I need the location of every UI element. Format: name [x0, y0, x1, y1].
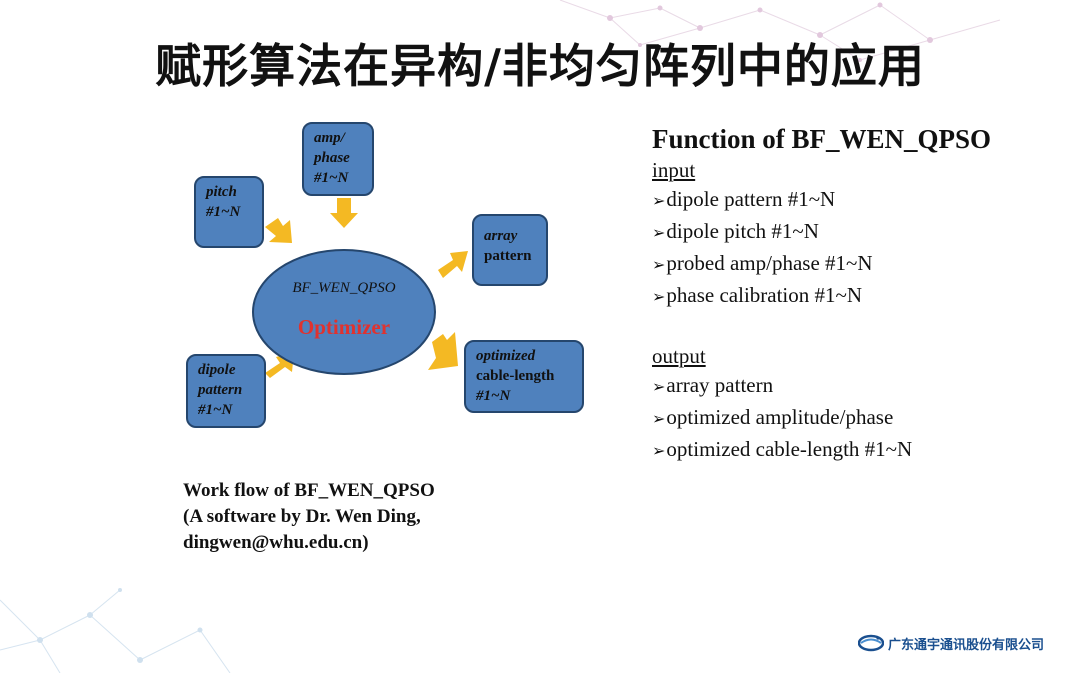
arrow-bullet-icon: ➢ [652, 191, 666, 210]
box-line: pattern [198, 382, 243, 398]
input-item-text: dipole pitch #1~N [666, 219, 819, 243]
function-panel: Function of BF_WEN_QPSO input ➢dipole pa… [652, 122, 991, 466]
input-box-pitch: pitch #1~N [194, 176, 264, 248]
arrow-array-pattern [438, 251, 468, 278]
input-item-text: probed amp/phase #1~N [666, 251, 873, 275]
slide-title: 赋形算法在异构/非均匀阵列中的应用 [155, 39, 925, 93]
arrow-bullet-icon: ➢ [652, 441, 666, 460]
box-line: #1~N [314, 170, 349, 186]
box-line: optimized [476, 348, 536, 364]
output-heading: output [652, 344, 706, 368]
input-item: ➢phase calibration #1~N [652, 280, 991, 312]
arrow-bullet-icon: ➢ [652, 287, 666, 306]
workflow-caption: Work flow of BF_WEN_QPSO (A software by … [183, 478, 435, 556]
box-line: cable-length [476, 368, 555, 384]
box-line: pitch [206, 184, 237, 200]
caption-line: Work flow of BF_WEN_QPSO [183, 480, 435, 501]
company-logo-icon [858, 634, 884, 652]
output-item: ➢array pattern [652, 370, 991, 402]
box-line: #1~N [476, 388, 511, 404]
input-item: ➢probed amp/phase #1~N [652, 248, 991, 280]
output-item: ➢optimized amplitude/phase [652, 402, 991, 434]
input-box-amp-phase: amp/ phase #1~N [302, 122, 374, 196]
output-box-array-pattern: array pattern [472, 214, 548, 286]
output-item-text: optimized amplitude/phase [666, 405, 894, 429]
arrow-pitch [265, 218, 292, 243]
input-item-text: dipole pattern #1~N [666, 187, 836, 211]
box-line: amp/ [314, 130, 345, 146]
box-line: #1~N [206, 204, 241, 220]
caption-line: dingwen@whu.edu.cn) [183, 532, 369, 553]
input-heading: input [652, 158, 696, 182]
arrow-optimized [428, 332, 458, 370]
arrow-bullet-icon: ➢ [652, 223, 666, 242]
output-item: ➢optimized cable-length #1~N [652, 434, 991, 466]
box-line: #1~N [198, 402, 233, 418]
optimizer-label: Optimizer [297, 315, 391, 339]
input-item: ➢dipole pattern #1~N [652, 184, 991, 216]
optimizer-name: BF_WEN_QPSO [292, 280, 396, 296]
arrow-bullet-icon: ➢ [652, 409, 666, 428]
box-line: dipole [198, 362, 236, 378]
input-item-text: phase calibration #1~N [666, 283, 863, 307]
input-box-dipole-pattern: dipole pattern #1~N [186, 354, 266, 428]
company-name: 广东通宇通讯股份有限公司 [888, 637, 1045, 653]
company-logo: 广东通宇通讯股份有限公司 [858, 632, 1044, 654]
function-title: Function of BF_WEN_QPSO [652, 124, 992, 154]
input-item: ➢dipole pitch #1~N [652, 216, 991, 248]
output-item-text: array pattern [666, 373, 774, 397]
workflow-diagram: BF_WEN_QPSO Optimizer amp/ phase #1~N pi… [170, 110, 600, 440]
box-line: phase [314, 150, 350, 166]
output-box-optimized-cable-length: optimized cable-length #1~N [464, 340, 584, 413]
caption-line: (A software by Dr. Wen Ding, [183, 506, 421, 527]
output-item-text: optimized cable-length #1~N [666, 437, 913, 461]
box-line: pattern [484, 248, 532, 264]
optimizer-ellipse [252, 249, 436, 375]
arrow-amp-phase [330, 198, 358, 228]
arrow-bullet-icon: ➢ [652, 255, 666, 274]
box-line: array [484, 228, 518, 244]
diagram-shapes [252, 198, 468, 378]
arrow-bullet-icon: ➢ [652, 377, 666, 396]
